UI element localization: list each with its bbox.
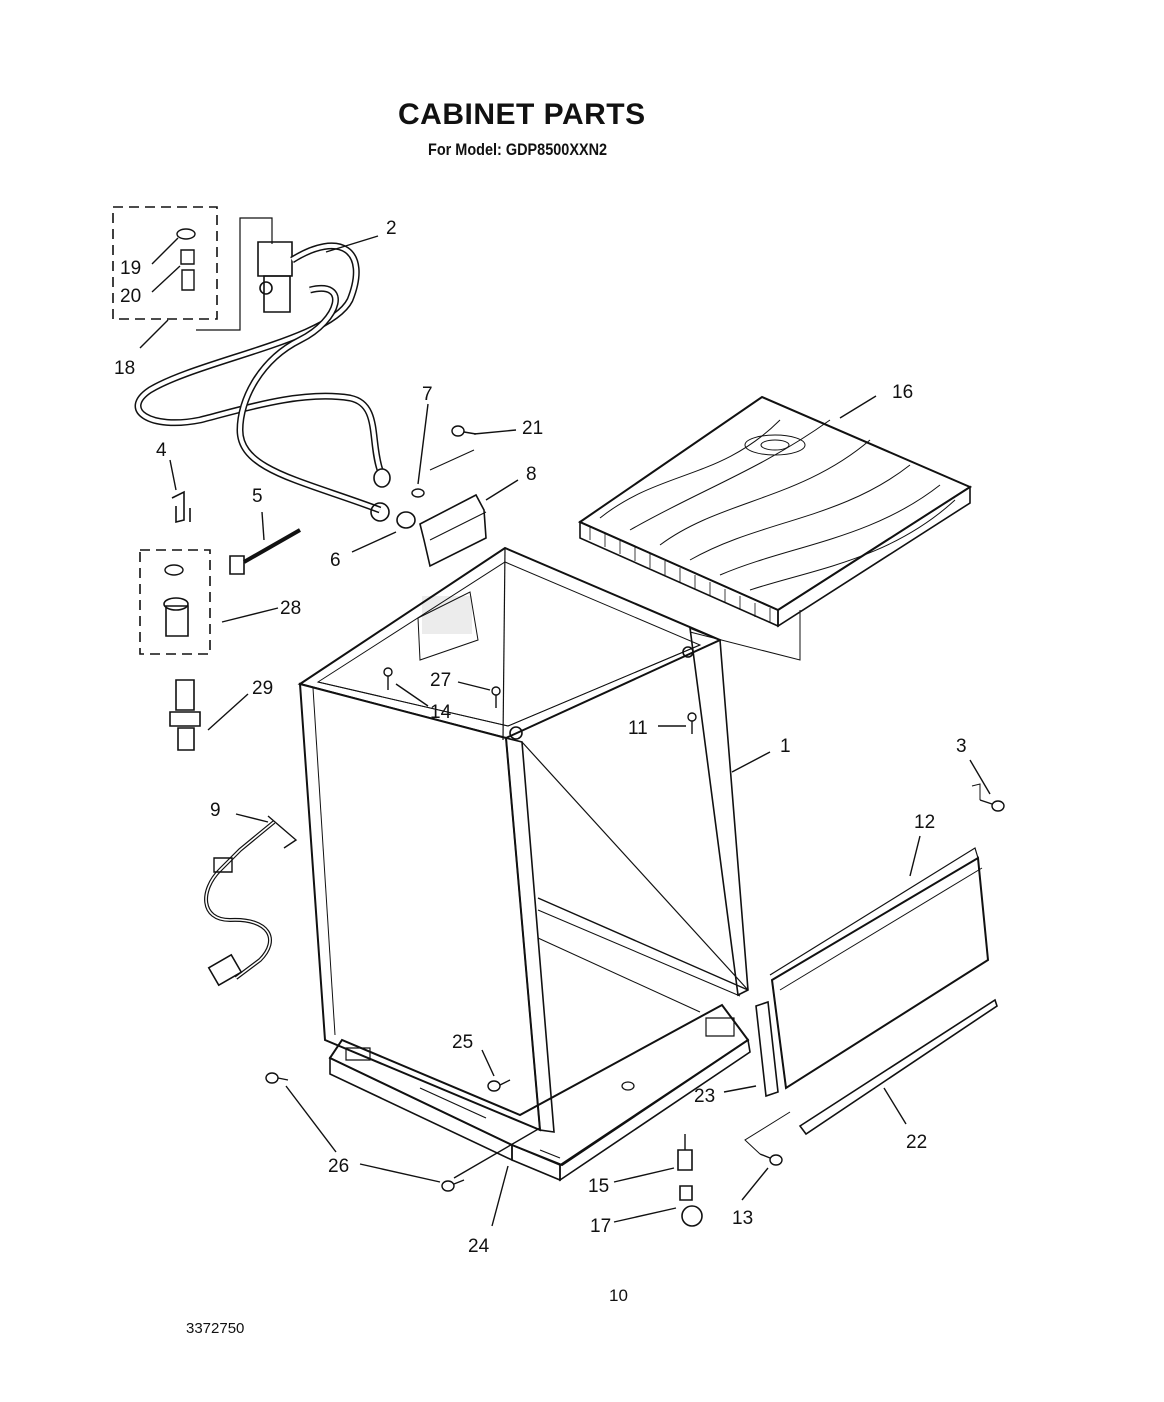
quick-connect-fitting [170,680,200,750]
bracket [420,450,486,566]
callout-11: 11 [628,718,648,739]
callout-4: 4 [156,440,167,461]
hose-adapter-kit [140,550,210,654]
leveling-leg [678,1134,692,1170]
callout-2: 2 [386,218,397,239]
callout-28: 28 [280,598,301,619]
callout-29: 29 [252,678,273,699]
callout-18: 18 [114,358,135,379]
model-subtitle: For Model: GDP8500XXN2 [428,140,608,159]
hose-clamp [397,512,415,528]
callout-25: 25 [452,1032,473,1053]
side-trim-23 [756,1002,778,1096]
page-title: CABINET PARTS [398,98,646,131]
inlet-hose-assembly [113,207,390,521]
callout-17: 17 [590,1216,611,1237]
trim-strip-22 [800,1000,997,1134]
cabinet-frame [300,548,748,1132]
kick-plate [770,848,988,1088]
callout-26: 26 [328,1156,349,1177]
callout-23: 23 [694,1086,715,1107]
caster [680,1186,702,1226]
callout-1: 1 [780,736,791,757]
callout-6: 6 [330,550,341,571]
callout-3: 3 [956,736,967,757]
wood-top [580,397,970,660]
leader-lines [140,236,990,1226]
callout-20: 20 [120,286,141,307]
callout-24: 24 [468,1236,490,1257]
callout-labels: 2 19 20 18 4 5 6 7 8 21 16 28 29 9 14 27… [114,218,967,1257]
callout-13: 13 [732,1208,753,1229]
washer [412,489,424,497]
callout-5: 5 [252,486,263,507]
callout-19: 19 [120,258,141,279]
screws [266,426,1004,1191]
callout-15: 14 [430,702,452,723]
callout-14: 16 [892,382,913,403]
clip [172,492,190,522]
callout-22: 22 [906,1132,927,1153]
callout-21: 21 [522,418,543,439]
document-number: 3372750 [186,1320,245,1337]
callout-12: 12 [914,812,935,833]
callout-9: 9 [210,800,221,821]
base-assembly [330,1005,750,1180]
cable-tie [230,530,300,574]
page-number: 10 [609,1286,628,1305]
callout-8: 8 [526,464,537,485]
callout-16: 15 [588,1176,609,1197]
power-cord [206,816,296,985]
callout-27: 27 [430,670,451,691]
callout-7: 7 [422,384,433,405]
